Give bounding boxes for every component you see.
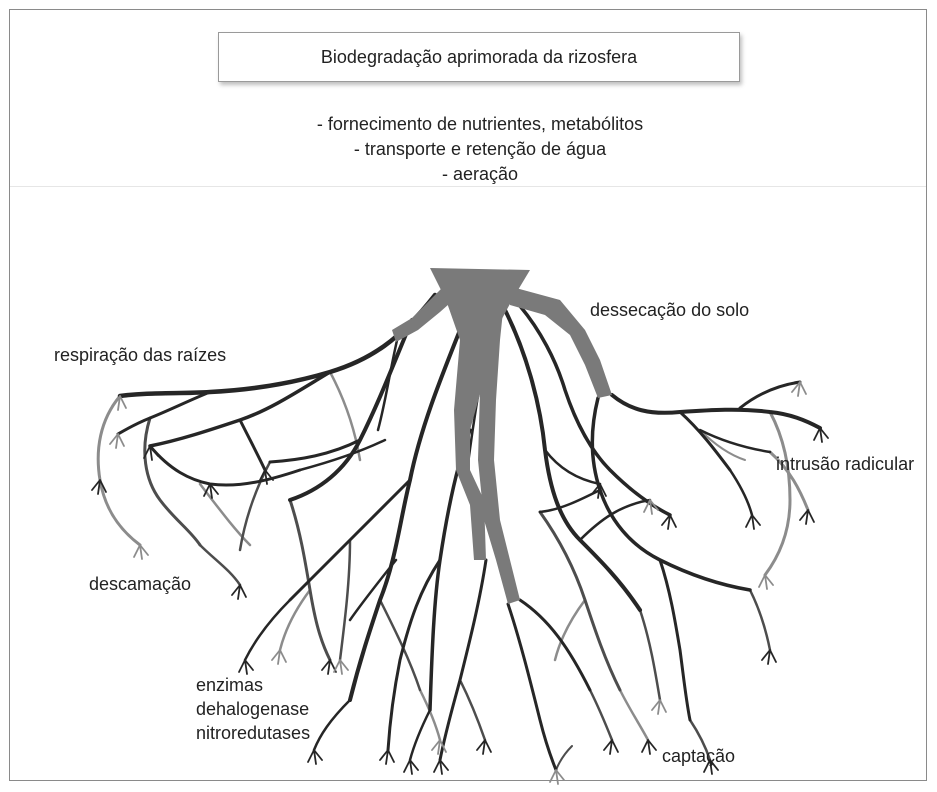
root-strand-dark <box>350 560 396 620</box>
rootlet <box>652 700 666 714</box>
label-desiccation: dessecação do solo <box>590 299 749 321</box>
root-strand-dark <box>118 392 210 434</box>
root-strand-light <box>620 690 648 740</box>
root-strand-dark <box>240 420 265 470</box>
root-strand-dark <box>520 600 590 690</box>
root-strand-light <box>98 396 140 545</box>
rootlet <box>112 396 126 410</box>
rootlet <box>477 740 491 754</box>
rootlet <box>604 740 618 754</box>
rootlet <box>272 650 286 664</box>
root-strand-dark <box>612 395 820 428</box>
root-strand-dark <box>660 560 690 720</box>
root-strand-light <box>555 600 585 660</box>
rootlet <box>642 740 656 754</box>
rootlet <box>800 510 814 524</box>
label-intrusion: intrusão radicular <box>776 453 914 475</box>
rootlet <box>239 660 253 674</box>
root-strand-dark <box>314 700 350 750</box>
root-strand-dark <box>290 480 410 600</box>
root-strand-dark <box>245 600 290 660</box>
rootlet <box>308 750 322 764</box>
root-strand-light <box>765 412 790 575</box>
root-strand-dark <box>740 382 800 408</box>
rootlet <box>662 515 676 529</box>
rootlet <box>550 770 564 784</box>
rootlet <box>380 750 394 764</box>
root-strand-mid <box>200 545 240 585</box>
root-strand-dark <box>508 604 556 770</box>
root-strand-dark <box>150 372 330 446</box>
root-strand-dark <box>730 470 752 515</box>
label-nitroreductases: nitroredutases <box>196 722 310 744</box>
root-strand-dark <box>410 710 430 760</box>
root-strand-mid <box>590 690 612 740</box>
label-desquamation: descamação <box>89 573 191 595</box>
rootlet <box>762 650 776 664</box>
root-strand-mid <box>460 680 485 740</box>
root-strand-mid <box>556 746 572 770</box>
root-strand-mid <box>750 590 770 650</box>
rootlet <box>232 585 246 599</box>
rootlet <box>434 760 448 774</box>
rootlet <box>746 515 760 529</box>
rootlet <box>110 434 124 448</box>
root-strand-dark <box>592 398 750 590</box>
rootlet <box>814 428 828 442</box>
taproot-trunk <box>392 285 458 342</box>
label-uptake: captação <box>662 745 735 767</box>
root-strand-dark <box>540 490 600 512</box>
root-strand-dark <box>440 560 486 760</box>
label-enzymes: enzimas <box>196 674 263 696</box>
label-respiration: respiração das raízes <box>54 344 226 366</box>
root-strand-light <box>280 590 310 650</box>
root-strand-mid <box>340 540 350 660</box>
root-strand-dark <box>150 446 300 485</box>
label-dehalogenase: dehalogenase <box>196 698 309 720</box>
rootlet <box>759 575 773 589</box>
root-strand-dark <box>290 320 412 500</box>
rootlet <box>404 760 418 774</box>
root-strand-mid <box>640 610 660 700</box>
root-strand-dark <box>700 430 770 452</box>
rootlet <box>134 545 148 559</box>
